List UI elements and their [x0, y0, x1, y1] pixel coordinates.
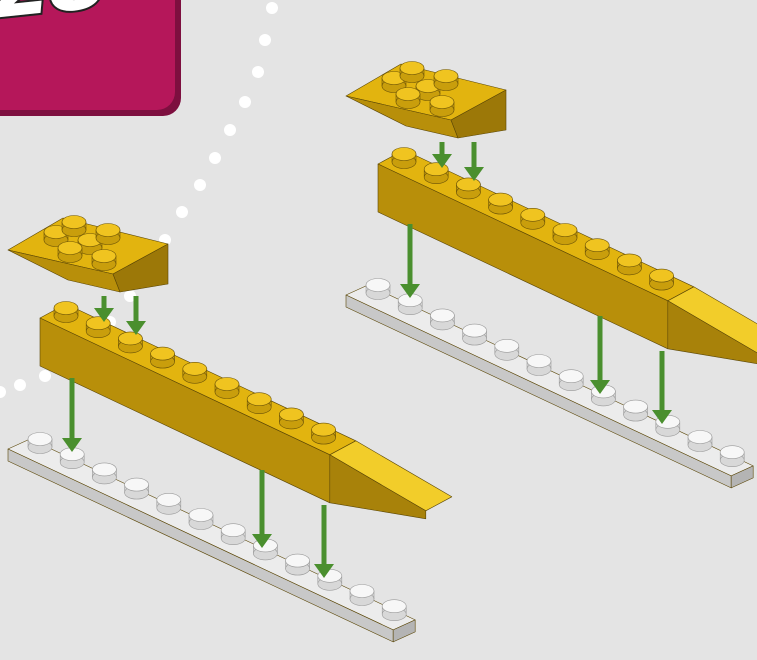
- dot: [259, 34, 271, 46]
- stud: [624, 400, 648, 421]
- stud: [430, 96, 454, 117]
- dot: [176, 206, 188, 218]
- dot: [194, 179, 206, 191]
- stud: [553, 224, 577, 245]
- stud: [221, 524, 245, 545]
- stud: [424, 163, 448, 184]
- stud: [559, 370, 583, 391]
- stud: [54, 302, 78, 323]
- dot: [0, 386, 6, 398]
- stud: [286, 554, 310, 575]
- stud: [463, 324, 487, 345]
- stud: [62, 216, 86, 237]
- stud: [58, 242, 82, 263]
- stud: [279, 408, 303, 429]
- assembly-left: [8, 216, 452, 642]
- stud: [392, 148, 416, 169]
- stud: [617, 254, 641, 275]
- stud: [96, 224, 120, 245]
- stud: [585, 239, 609, 260]
- dot: [224, 124, 236, 136]
- stud: [456, 178, 480, 199]
- stud: [434, 70, 458, 91]
- dot: [14, 379, 26, 391]
- dot: [209, 152, 221, 164]
- stud: [382, 600, 406, 621]
- stud: [396, 88, 420, 109]
- stud: [489, 193, 513, 214]
- stud: [430, 309, 454, 330]
- stud: [189, 509, 213, 530]
- stud: [350, 585, 374, 606]
- stud: [157, 493, 181, 514]
- dot: [266, 2, 278, 14]
- stud: [118, 332, 142, 353]
- stud: [495, 339, 519, 360]
- stud: [366, 279, 390, 300]
- stud: [720, 446, 744, 467]
- stud: [215, 378, 239, 399]
- stud: [183, 362, 207, 383]
- stud: [521, 208, 545, 229]
- dot: [252, 66, 264, 78]
- stud: [527, 355, 551, 376]
- stud: [151, 347, 175, 368]
- stud: [125, 478, 149, 499]
- stud: [312, 423, 336, 444]
- stud: [650, 269, 674, 290]
- stud: [400, 62, 424, 83]
- dot: [239, 96, 251, 108]
- dot: [39, 370, 51, 382]
- stud: [28, 433, 52, 454]
- stud: [86, 317, 110, 338]
- stud: [688, 431, 712, 452]
- assembly-right: [346, 62, 757, 488]
- stud: [247, 393, 271, 414]
- stud: [92, 463, 116, 484]
- stud: [92, 250, 116, 271]
